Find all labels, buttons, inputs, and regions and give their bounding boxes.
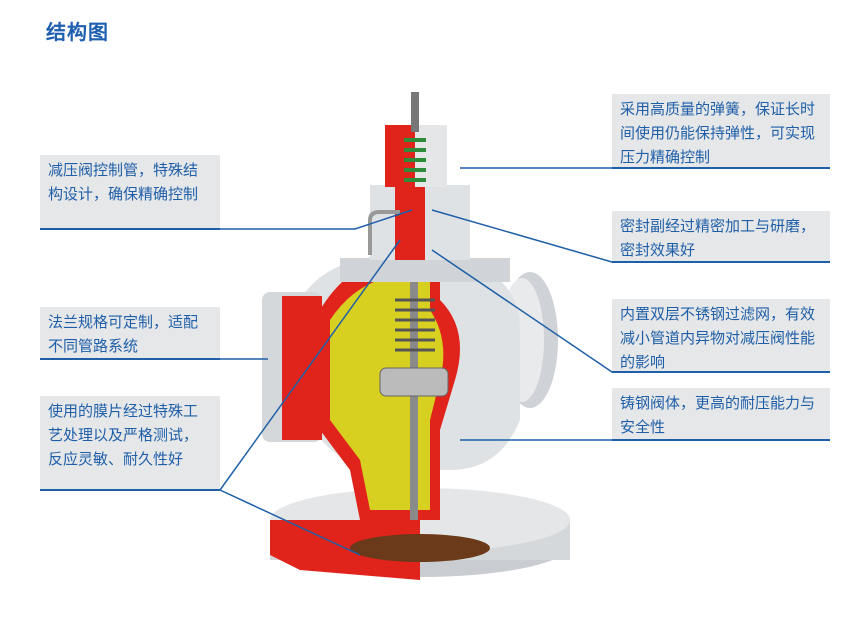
callout-valve-body: 铸钢阀体，更高的耐压能力与安全性 bbox=[612, 388, 830, 441]
callout-seal: 密封副经过精密加工与研磨，密封效果好 bbox=[612, 211, 830, 263]
page-title: 结构图 bbox=[46, 20, 109, 44]
callout-filter: 内置双层不锈钢过滤网，有效减小管道内异物对减压阀性能的影响 bbox=[612, 299, 830, 373]
callout-spring: 采用高质量的弹簧，保证长时间使用仍能保持弹性，可实现压力精确控制 bbox=[612, 94, 830, 169]
callout-diaphragm: 使用的膜片经过特殊工艺处理以及严格测试，反应灵敏、耐久性好 bbox=[40, 396, 220, 491]
callout-flange: 法兰规格可定制，适配不同管路系统 bbox=[40, 307, 220, 360]
callout-control-pipe: 减压阀控制管，特殊结构设计，确保精确控制 bbox=[40, 155, 220, 230]
